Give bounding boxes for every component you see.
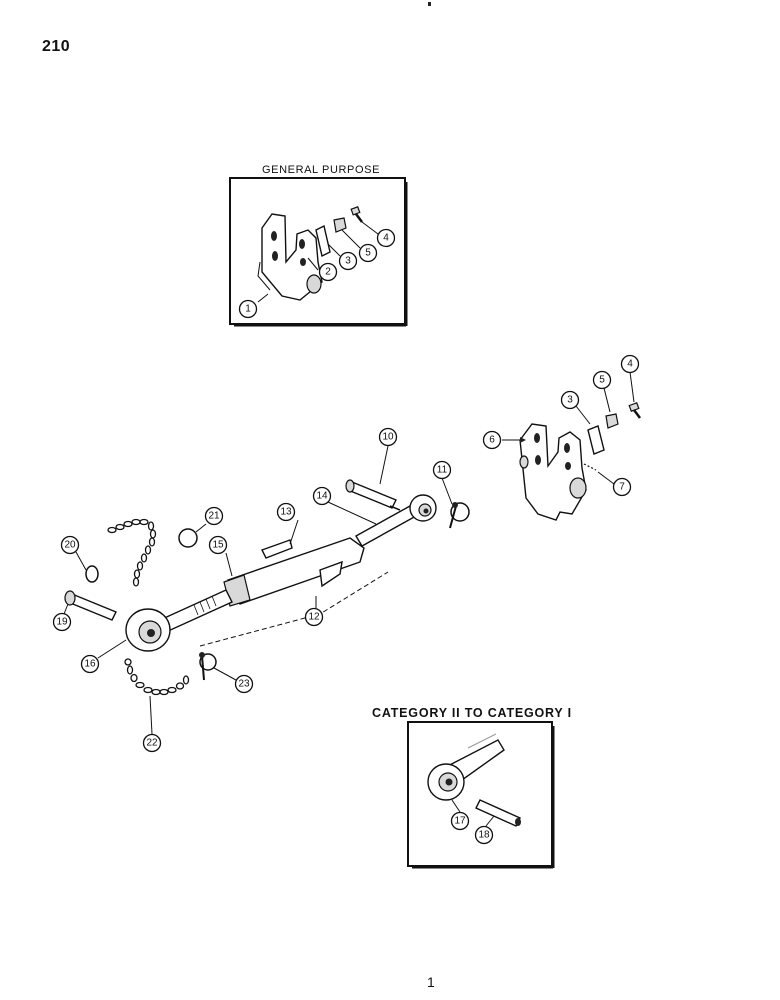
callout-14: 14 <box>312 486 332 506</box>
callout-16: 16 <box>80 654 100 674</box>
category-inset: 17 18 <box>407 721 555 869</box>
page-number: 210 <box>42 38 71 55</box>
front-ball-end <box>125 608 171 652</box>
general-purpose-inset: 1 2 3 5 4 <box>229 177 408 327</box>
clevis-pin-7 <box>583 463 597 471</box>
clevis-assembly: 6 3 5 4 7 <box>482 354 641 521</box>
ring-20 <box>85 565 99 583</box>
callout-17: 17 <box>450 811 470 831</box>
svg-text:11: 11 <box>437 465 448 476</box>
callout-19: 19 <box>52 612 72 632</box>
clip <box>605 413 619 429</box>
callout-5: 5 <box>358 243 378 263</box>
category-frame <box>407 721 553 867</box>
callout-3b: 3 <box>560 390 580 410</box>
svg-text:4: 4 <box>627 359 633 370</box>
svg-text:18: 18 <box>478 830 490 841</box>
callout-10: 10 <box>378 427 398 447</box>
cat-bushing-17 <box>427 763 465 801</box>
callout-13: 13 <box>276 502 296 522</box>
pin-19 <box>64 590 117 621</box>
svg-text:3: 3 <box>345 256 351 267</box>
cat-pin-18 <box>475 799 521 827</box>
svg-text:12: 12 <box>308 612 320 623</box>
linch-pin-11 <box>449 502 470 529</box>
callout-4b: 4 <box>620 354 640 374</box>
svg-text:20: 20 <box>64 540 76 551</box>
svg-text:19: 19 <box>56 617 68 628</box>
callout-3: 3 <box>338 251 358 271</box>
svg-text:2: 2 <box>325 267 331 278</box>
svg-text:10: 10 <box>382 432 394 443</box>
callout-12: 12 <box>304 607 324 627</box>
gp-retainer-plate <box>315 224 331 258</box>
svg-text:21: 21 <box>208 511 220 522</box>
ring-21 <box>178 528 198 548</box>
svg-text:5: 5 <box>599 375 605 386</box>
handle-stud-upper <box>261 539 293 559</box>
callout-2: 2 <box>318 262 338 282</box>
callout-23: 23 <box>234 674 254 694</box>
svg-text:6: 6 <box>489 435 495 446</box>
callout-6: 6 <box>482 430 502 450</box>
svg-text:16: 16 <box>84 659 96 670</box>
rear-ball-end <box>409 494 437 522</box>
svg-text:23: 23 <box>238 679 250 690</box>
bolt <box>628 402 641 419</box>
svg-text:13: 13 <box>280 507 292 518</box>
svg-text:7: 7 <box>619 482 625 493</box>
callout-5b: 5 <box>592 370 612 390</box>
pin-10 <box>345 479 401 511</box>
callout-22: 22 <box>142 733 162 753</box>
retainer-plate <box>587 425 605 455</box>
callout-15: 15 <box>208 535 228 555</box>
callout-11: 11 <box>432 460 452 480</box>
callout-7: 7 <box>612 477 632 497</box>
callout-21: 21 <box>204 506 224 526</box>
callout-4: 4 <box>376 228 396 248</box>
category-caption: CATEGORY II TO CATEGORY I <box>372 706 572 720</box>
upper-chain <box>107 518 157 587</box>
svg-text:14: 14 <box>316 491 328 502</box>
general-purpose-caption: GENERAL PURPOSE <box>262 164 381 176</box>
gp-clevis-bracket <box>257 213 323 301</box>
svg-text:1: 1 <box>245 304 251 315</box>
footer-mark: 1 <box>427 974 435 990</box>
svg-text:17: 17 <box>454 816 466 827</box>
gp-clip <box>333 217 347 233</box>
callout-1: 1 <box>238 299 258 319</box>
lower-chain <box>124 658 190 696</box>
callout-18: 18 <box>474 825 494 845</box>
linch-pin-23 <box>199 652 217 681</box>
top-mark <box>428 2 431 6</box>
clevis-bracket <box>519 423 587 521</box>
callout-20: 20 <box>60 535 80 555</box>
svg-text:3: 3 <box>567 395 573 406</box>
svg-text:4: 4 <box>383 233 389 244</box>
svg-text:5: 5 <box>365 248 371 259</box>
handle-stud-lower <box>319 560 343 588</box>
svg-text:15: 15 <box>212 540 224 551</box>
gp-bolt <box>350 206 363 223</box>
svg-text:22: 22 <box>146 738 158 749</box>
rod-end-tube <box>355 505 417 547</box>
top-link-assembly: 10 11 14 13 21 15 20 12 19 16 23 22 <box>52 427 470 753</box>
